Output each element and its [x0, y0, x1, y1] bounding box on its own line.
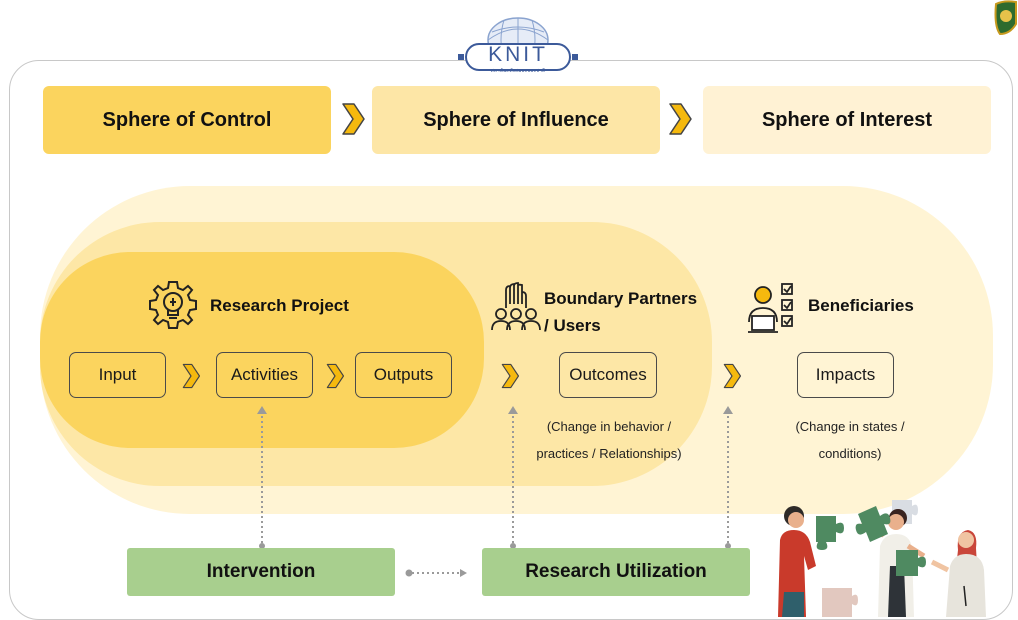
sphere-of-interest: Sphere of Interest	[703, 86, 991, 154]
boundary-partners-heading: Boundary Partners / Users	[544, 285, 714, 339]
chevron-right-icon	[669, 103, 692, 135]
impacts-note-line2: conditions)	[818, 446, 882, 461]
arrowhead-right-icon	[460, 569, 467, 577]
impacts-note-line1: (Change in states /	[795, 419, 905, 434]
gear-lightbulb-icon	[149, 281, 197, 329]
globe-logo-icon	[458, 17, 578, 71]
chevron-right-icon	[723, 363, 742, 389]
activities-box: Activities	[216, 352, 313, 398]
research-project-heading: Research Project	[210, 296, 349, 315]
university-emblem-icon	[994, 0, 1017, 36]
outputs-box: Outputs	[355, 352, 452, 398]
teamwork-puzzle-illustration	[778, 500, 986, 617]
knit-logo: KNIT สถาบันคลังสมองของชาติ	[452, 8, 584, 80]
chevron-right-icon	[342, 103, 365, 135]
person-checklist-icon	[748, 283, 793, 333]
sphere-of-influence: Sphere of Influence	[372, 86, 660, 154]
research-utilization-box: Research Utilization	[482, 548, 750, 596]
logo-text: KNIT	[488, 43, 548, 66]
input-box: Input	[69, 352, 166, 398]
arrowhead-up-icon	[508, 406, 518, 414]
logo-subtext: สถาบันคลังสมองของชาติ	[490, 68, 546, 74]
sphere-of-control: Sphere of Control	[43, 86, 331, 154]
chevron-right-icon	[501, 363, 520, 389]
outcomes-note: (Change in behavior / practices / Relati…	[516, 413, 702, 467]
sphere-of-control-region	[40, 252, 484, 448]
arrowhead-up-icon	[257, 406, 267, 414]
intervention-box: Intervention	[127, 548, 395, 596]
beneficiaries-heading: Beneficiaries	[808, 296, 914, 315]
connector-start-dot	[259, 543, 265, 549]
connector-start-dot	[725, 543, 731, 549]
impacts-box: Impacts	[797, 352, 894, 398]
outcomes-note-line1: (Change in behavior /	[546, 419, 672, 434]
chevron-right-icon	[182, 363, 201, 389]
connector-start-dot	[405, 569, 413, 577]
impacts-note: (Change in states / conditions)	[780, 413, 920, 467]
outcomes-box: Outcomes	[559, 352, 657, 398]
arrowhead-up-icon	[723, 406, 733, 414]
chevron-right-icon	[326, 363, 345, 389]
connector-start-dot	[510, 543, 516, 549]
outcomes-note-line2: practices / Relationships)	[536, 446, 682, 461]
group-people-icon	[491, 282, 541, 331]
boundary-partners-heading-line2: / Users	[544, 316, 601, 335]
boundary-partners-heading-line1: Boundary Partners	[544, 289, 698, 308]
